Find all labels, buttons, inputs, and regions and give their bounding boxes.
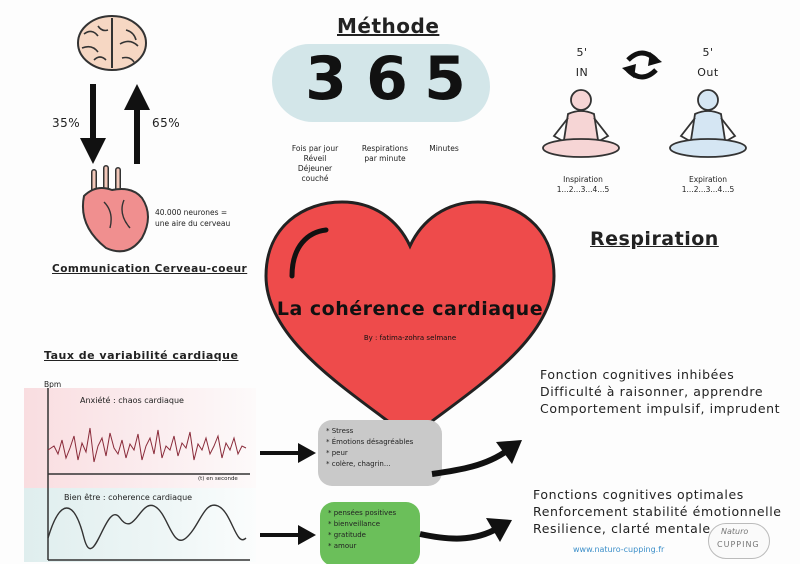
meditation-blue-icon <box>669 89 747 158</box>
digit-3: 3 <box>305 44 347 114</box>
caption-minutes: Minutes <box>429 144 459 153</box>
bpm-label: Bpm <box>44 380 62 389</box>
coherence-wave <box>47 504 247 550</box>
brain-heart-caption: Communication Cerveau-coeur <box>52 263 248 275</box>
arrow-up-icon <box>124 84 150 164</box>
inspiration-count: 1...2...3...4...5 <box>556 185 610 194</box>
right-percentage: 65% <box>152 116 181 130</box>
inspiration-caption: Inspiration 1...2...3...4...5 <box>548 175 618 195</box>
stress-item: * colère, chagrin... <box>326 460 391 468</box>
stress-box: * Stress * Émotions désagréables * peur … <box>318 420 442 486</box>
big-heart-shape <box>264 200 556 440</box>
caption-fois: Fois par jour Réveil Déjeuner couché <box>282 144 348 184</box>
inspiration-label: Inspiration <box>563 175 603 184</box>
positive-effect: Renforcement stabilité émotionnelle <box>533 504 782 519</box>
expiration-count: 1...2...3...4...5 <box>681 185 735 194</box>
positive-item: * gratitude <box>328 531 366 539</box>
out-label: Out <box>697 66 719 79</box>
positive-effect: Resilience, clarté mentale <box>533 521 711 536</box>
heart-byline: By : fatima-zohra selmane <box>363 334 457 342</box>
teal-blob <box>272 44 490 122</box>
caption-fois-3: Déjeuner <box>297 164 333 173</box>
stress-item: * Émotions désagréables <box>326 438 414 446</box>
negative-effect: Comportement impulsif, imprudent <box>540 401 781 416</box>
caption-respirations: Respirations par minute <box>352 144 418 164</box>
in-label: IN <box>575 66 589 79</box>
curved-arrow-icon <box>431 440 522 477</box>
neurones-note: 40.000 neurones = une aire du cerveau <box>155 207 230 229</box>
caption-resp-2: par minute <box>364 154 406 163</box>
stress-item: * peur <box>326 449 348 457</box>
logo-line-2: CUPPING <box>717 540 760 549</box>
digit-6: 6 <box>366 44 408 114</box>
anatomical-heart-icon <box>82 165 149 253</box>
hrv-title: Taux de variabilité cardiaque <box>44 349 239 362</box>
time-axis-label: (t) en seconde <box>198 476 238 482</box>
hrv-plot <box>47 388 250 561</box>
negative-effect: Difficulté à raisonner, apprendre <box>540 384 764 399</box>
methode-title: Méthode <box>337 14 440 38</box>
arrow-right-icon <box>260 443 316 463</box>
arrow-right-icon <box>260 525 316 545</box>
positive-effect: Fonctions cognitives optimales <box>533 487 744 502</box>
neurones-line-2: une aire du cerveau <box>155 219 231 228</box>
negative-effect: Fonction cognitives inhibées <box>540 367 735 382</box>
website-link[interactable]: www.naturo-cupping.fr <box>573 545 665 554</box>
positive-effects: Fonctions cognitives optimales Renforcem… <box>533 486 782 537</box>
positive-item: * bienveillance <box>328 520 381 528</box>
expiration-label: Expiration <box>688 175 728 184</box>
negative-effects: Fonction cognitives inhibées Difficulté … <box>540 366 780 417</box>
caption-fois-2: Réveil <box>303 154 327 163</box>
expiration-caption: Expiration 1...2...3...4...5 <box>673 175 743 195</box>
in-duration: 5' <box>576 46 588 59</box>
respiration-title: Respiration <box>590 228 719 250</box>
left-percentage: 35% <box>52 116 81 130</box>
naturo-cupping-logo: Naturo CUPPING <box>708 523 770 559</box>
caption-fois-4: couché <box>301 174 329 183</box>
anxiety-label: Anxiété : chaos cardiaque <box>80 396 184 405</box>
stress-item: * Stress <box>326 427 354 435</box>
neurones-line-1: 40.000 neurones = <box>155 208 228 217</box>
brain-icon <box>77 15 147 71</box>
logo-line-1: Naturo <box>721 527 749 536</box>
caption-resp-1: Respirations <box>361 144 409 153</box>
positive-item: * amour <box>328 542 357 550</box>
out-duration: 5' <box>702 46 714 59</box>
cycle-arrows-icon <box>622 50 662 80</box>
chaos-wave <box>47 427 247 463</box>
positive-box: * pensées positives * bienveillance * gr… <box>320 502 420 564</box>
wellbeing-label: Bien être : coherence cardiaque <box>64 493 193 502</box>
digit-5: 5 <box>424 44 466 114</box>
wellbeing-panel-bg <box>24 488 256 562</box>
arrow-down-icon <box>80 84 106 164</box>
heart-title: La cohérence cardiaque <box>276 298 544 320</box>
positive-item: * pensées positives <box>328 509 397 517</box>
caption-fois-1: Fois par jour <box>291 144 339 153</box>
curved-arrow-icon <box>419 518 512 542</box>
meditation-pink-icon <box>542 89 620 158</box>
